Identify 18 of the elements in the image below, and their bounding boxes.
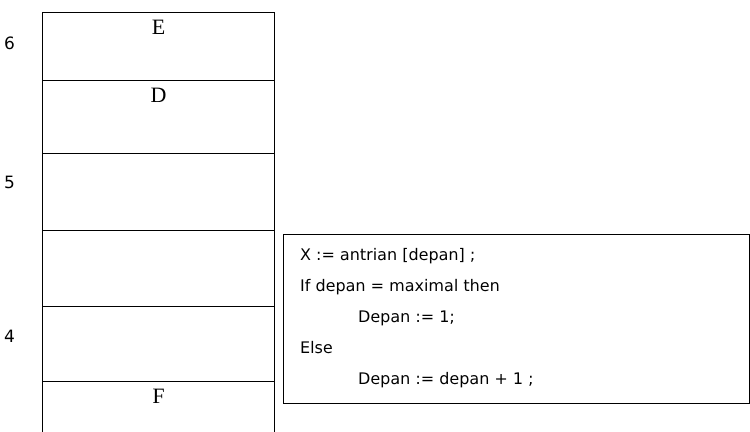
- cell-letter: F: [151, 384, 166, 408]
- code-box: [283, 234, 750, 404]
- code-line: If depan = maximal then: [300, 276, 500, 296]
- stack-cell: [42, 12, 275, 81]
- stack-cell: [42, 80, 275, 154]
- index-number: 5: [4, 173, 15, 193]
- code-line: Depan := 1;: [358, 307, 455, 327]
- index-number: 4: [4, 327, 15, 347]
- stack-cell: [42, 306, 275, 382]
- cell-letter: E: [150, 15, 166, 39]
- code-line: Else: [300, 338, 333, 358]
- cell-letter: D: [150, 83, 168, 107]
- stack-cell: [42, 381, 275, 432]
- code-line: Depan := depan + 1 ;: [358, 369, 534, 389]
- index-number: 6: [4, 34, 15, 54]
- stack-cell: [42, 230, 275, 307]
- code-line: X := antrian [depan] ;: [300, 245, 476, 265]
- stack-cell: [42, 153, 275, 231]
